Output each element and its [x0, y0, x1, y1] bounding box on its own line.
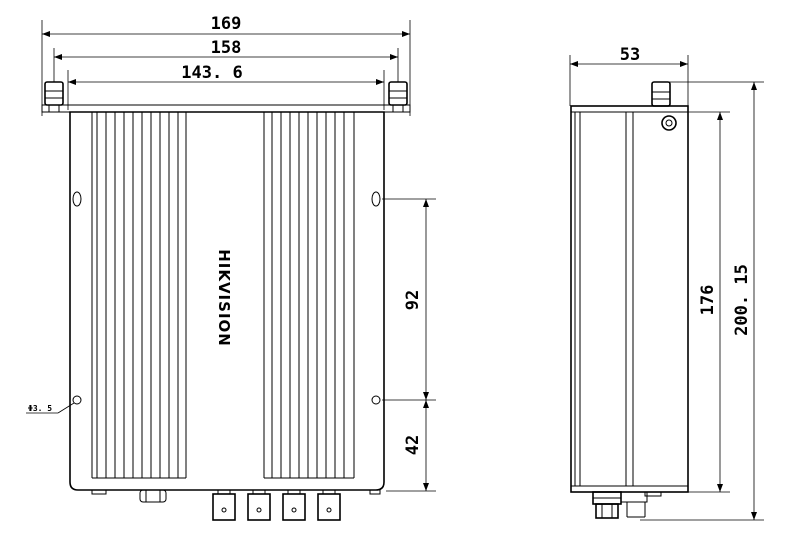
- side-view: 53: [569, 45, 764, 521]
- dim-143-6-label: 143. 6: [181, 63, 242, 83]
- dim-200-15: 200. 15: [640, 81, 764, 521]
- top-connector-left: [44, 81, 64, 113]
- side-body-outline: [570, 105, 689, 493]
- ground-screw: [661, 115, 677, 131]
- mount-slot-top-right: [371, 191, 381, 207]
- mount-hole-bottom-left: [72, 395, 82, 405]
- mount-hole-bottom-right: [371, 395, 381, 405]
- dim-42: 42: [386, 400, 436, 492]
- dim-169-label: 169: [211, 14, 242, 34]
- dim-92-label: 92: [403, 290, 423, 310]
- bnc-connector-1: [212, 489, 236, 521]
- heat-fins-left: [91, 112, 187, 479]
- dim-158-label: 158: [211, 38, 242, 58]
- dim-53-label: 53: [620, 45, 640, 65]
- top-connector-right: [388, 81, 408, 113]
- bnc-connector-2: [247, 489, 271, 521]
- dim-92: 92: [382, 198, 436, 401]
- dim-158: 158: [53, 38, 399, 82]
- mount-slot-top-left: [72, 191, 82, 207]
- front-view: 169 158 143. 6: [26, 14, 436, 521]
- heat-fins-right: [263, 112, 355, 479]
- side-top-connector: [651, 81, 671, 107]
- bnc-connector-3: [282, 489, 306, 521]
- bnc-connector-4: [317, 489, 341, 521]
- hole-diameter-label: Φ3. 5: [28, 404, 52, 413]
- dim-169: 169: [41, 14, 411, 116]
- mounting-flange: [41, 104, 411, 113]
- dim-53: 53: [569, 45, 689, 106]
- bottom-connectors: [91, 489, 381, 521]
- side-bottom-connectors: [592, 491, 662, 519]
- dim-176: 176: [688, 111, 730, 493]
- power-connector: [139, 489, 167, 503]
- dim-42-label: 42: [403, 435, 423, 455]
- hole-callout: Φ3. 5: [26, 402, 75, 414]
- brand-logo-text: HIKVISION: [215, 249, 233, 347]
- dim-200-15-label: 200. 15: [732, 264, 752, 336]
- dim-176-label: 176: [698, 285, 718, 316]
- dim-143-6: 143. 6: [67, 63, 385, 110]
